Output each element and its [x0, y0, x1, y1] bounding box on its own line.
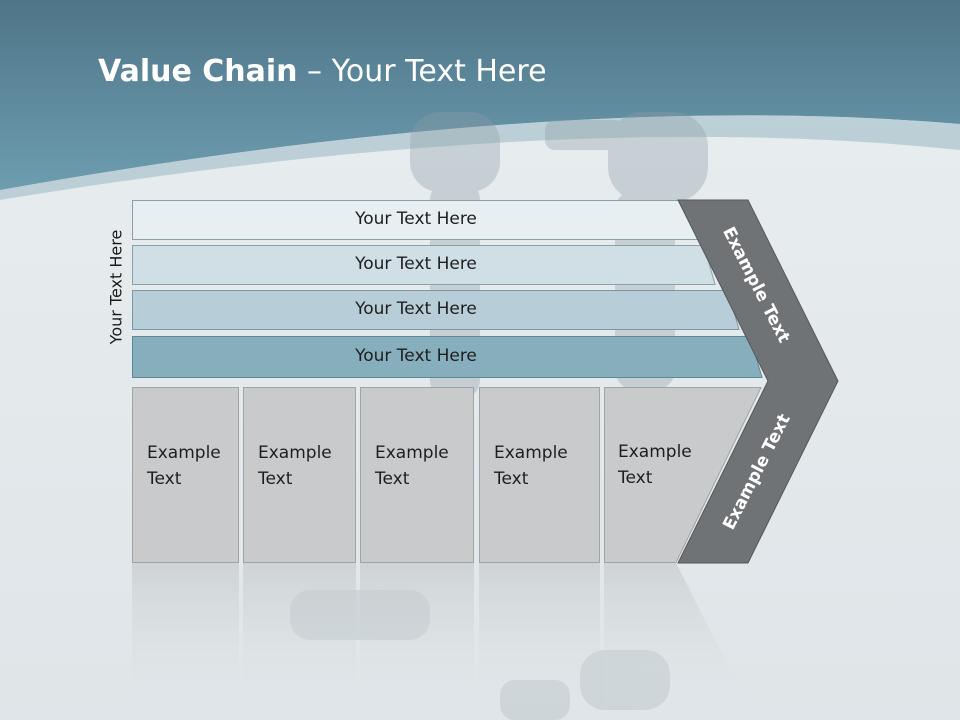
slide-title: Value Chain – Your Text Here — [98, 52, 547, 92]
band-4-shape — [132, 336, 763, 378]
activity-box-2-label: Example Text — [258, 443, 332, 489]
band-1-label: Your Text Here — [355, 209, 477, 229]
title-bold: Value Chain — [98, 54, 298, 89]
reflection — [132, 563, 772, 713]
margin-chevron[interactable] — [672, 198, 844, 568]
activity-box-3[interactable]: Example Text — [360, 387, 474, 563]
side-label-text: Your Text Here — [106, 229, 126, 345]
title-rest: – Your Text Here — [297, 54, 547, 89]
activity-box-1[interactable]: Example Text — [132, 387, 239, 563]
band-3-shape — [132, 290, 740, 330]
activity-box-2[interactable]: Example Text — [243, 387, 356, 563]
activity-box-3-label: Example Text — [375, 443, 449, 489]
header-banner — [0, 0, 960, 190]
band-2-label: Your Text Here — [355, 254, 477, 274]
band-2-shape — [132, 245, 716, 285]
activity-box-4[interactable]: Example Text — [479, 387, 600, 563]
band-3-label: Your Text Here — [355, 299, 477, 319]
activity-box-5-label: Example Text — [618, 442, 692, 488]
reflection-shapes — [132, 563, 752, 713]
header-swoosh — [0, 115, 960, 200]
activity-box-1-label: Example Text — [147, 443, 221, 489]
activity-box-5-shape — [604, 387, 762, 563]
activity-box-4-label: Example Text — [494, 443, 568, 489]
band-4-label: Your Text Here — [355, 346, 477, 366]
activity-box-5[interactable]: Example Text — [604, 387, 714, 563]
